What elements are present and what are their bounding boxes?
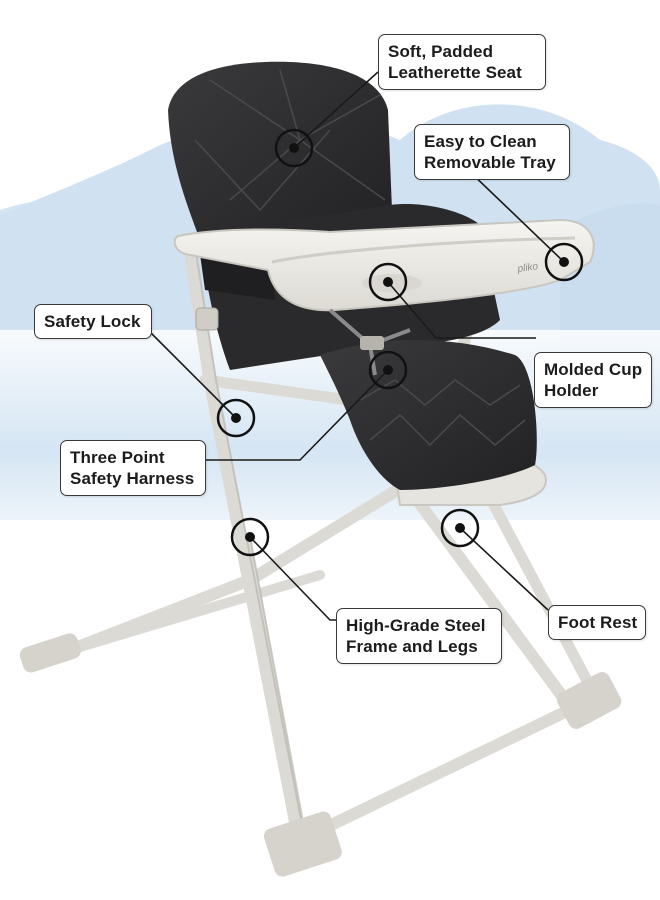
harness-buckle bbox=[360, 336, 384, 350]
callout-safety-lock: Safety Lock bbox=[34, 304, 152, 339]
tray-target-icon bbox=[544, 242, 584, 282]
brand-mark: pliko bbox=[516, 261, 539, 275]
callout-foot-rest-line1: Foot Rest bbox=[558, 613, 638, 632]
callout-cup-holder-line2: Holder bbox=[544, 381, 599, 400]
callout-harness: Three Point Safety Harness bbox=[60, 440, 206, 496]
front-foot bbox=[263, 811, 342, 877]
callout-harness-line1: Three Point bbox=[70, 448, 165, 467]
seat-target-icon bbox=[274, 128, 314, 168]
frame-shading bbox=[195, 251, 307, 846]
safety-lock-target-icon bbox=[216, 398, 256, 438]
callout-frame: High-Grade Steel Frame and Legs bbox=[336, 608, 502, 664]
callout-safety-lock-line1: Safety Lock bbox=[44, 312, 141, 331]
tray-rim bbox=[271, 236, 576, 264]
backrest-stitching bbox=[194, 69, 386, 212]
callout-seat: Soft, Padded Leatherette Seat bbox=[378, 34, 546, 90]
safety-lock-knob bbox=[195, 307, 219, 331]
callout-tray: Easy to Clean Removable Tray bbox=[414, 124, 570, 180]
harness-target-icon bbox=[368, 350, 408, 390]
callout-frame-line2: Frame and Legs bbox=[346, 637, 478, 656]
seat-backrest bbox=[168, 61, 392, 240]
steel-frame bbox=[64, 243, 606, 852]
callout-tray-line1: Easy to Clean bbox=[424, 132, 537, 151]
callout-harness-line2: Safety Harness bbox=[70, 469, 195, 488]
callout-frame-line1: High-Grade Steel bbox=[346, 616, 486, 635]
callout-foot-rest: Foot Rest bbox=[548, 605, 646, 640]
callout-cup-holder-line1: Molded Cup bbox=[544, 360, 643, 379]
callout-cup-holder: Molded Cup Holder bbox=[534, 352, 652, 408]
cup-holder-target-icon bbox=[368, 262, 408, 302]
foot-rest-target-icon bbox=[440, 508, 480, 548]
left-foot bbox=[19, 633, 81, 673]
callout-tray-line2: Removable Tray bbox=[424, 153, 556, 172]
callout-targets bbox=[216, 128, 584, 557]
callout-seat-line2: Leatherette Seat bbox=[388, 63, 522, 82]
leader-lines bbox=[149, 71, 565, 621]
callout-seat-line1: Soft, Padded bbox=[388, 42, 494, 61]
leg-pad-stitching bbox=[359, 379, 526, 447]
seat-leg-pad bbox=[320, 340, 537, 490]
right-foot bbox=[556, 672, 622, 729]
frame-target-icon bbox=[230, 517, 270, 557]
